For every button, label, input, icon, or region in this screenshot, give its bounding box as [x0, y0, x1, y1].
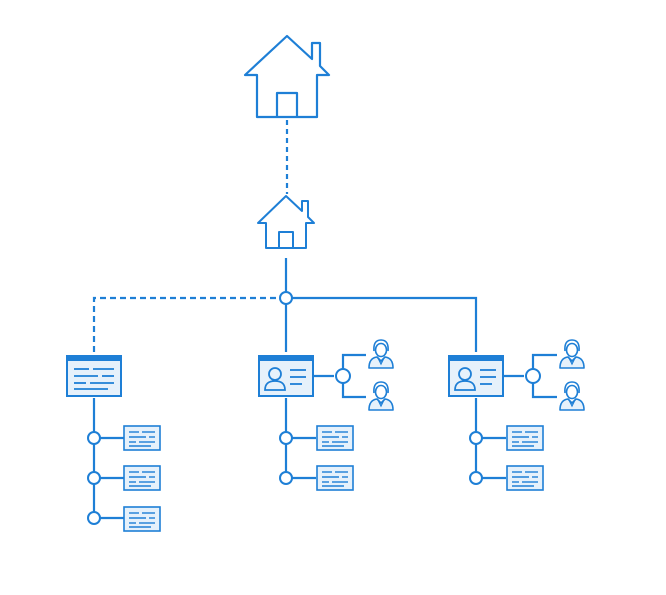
- right-child-node-2: [469, 471, 483, 485]
- hub-to-left-link: [92, 296, 286, 352]
- middle-person-icon-2: [368, 381, 394, 411]
- right-person-icon-2: [559, 381, 585, 411]
- right-child-document-icon-2: [506, 465, 544, 491]
- middle-child-document-icon-1: [316, 425, 354, 451]
- right-child-node-1: [469, 431, 483, 445]
- hub-node: [279, 291, 293, 305]
- left-child-node-3: [87, 511, 101, 525]
- left-child-document-icon-2: [123, 465, 161, 491]
- main-house-icon: [243, 34, 331, 119]
- middle-child-node-2: [279, 471, 293, 485]
- middle-people-node: [335, 368, 351, 384]
- sub-house-icon: [257, 195, 315, 249]
- middle-child-document-icon-2: [316, 465, 354, 491]
- right-profile-card-icon: [448, 355, 504, 397]
- left-child-document-icon-3: [123, 506, 161, 532]
- hub-to-right-link: [286, 296, 478, 352]
- left-document-icon: [66, 355, 122, 397]
- middle-profile-card-icon: [258, 355, 314, 397]
- right-people-node: [525, 368, 541, 384]
- connectors: [92, 120, 557, 520]
- left-child-node-1: [87, 431, 101, 445]
- middle-person-icon-1: [368, 339, 394, 369]
- left-child-node-2: [87, 471, 101, 485]
- left-child-document-icon-1: [123, 425, 161, 451]
- middle-child-node-1: [279, 431, 293, 445]
- right-person-icon-1: [559, 339, 585, 369]
- right-child-document-icon-1: [506, 425, 544, 451]
